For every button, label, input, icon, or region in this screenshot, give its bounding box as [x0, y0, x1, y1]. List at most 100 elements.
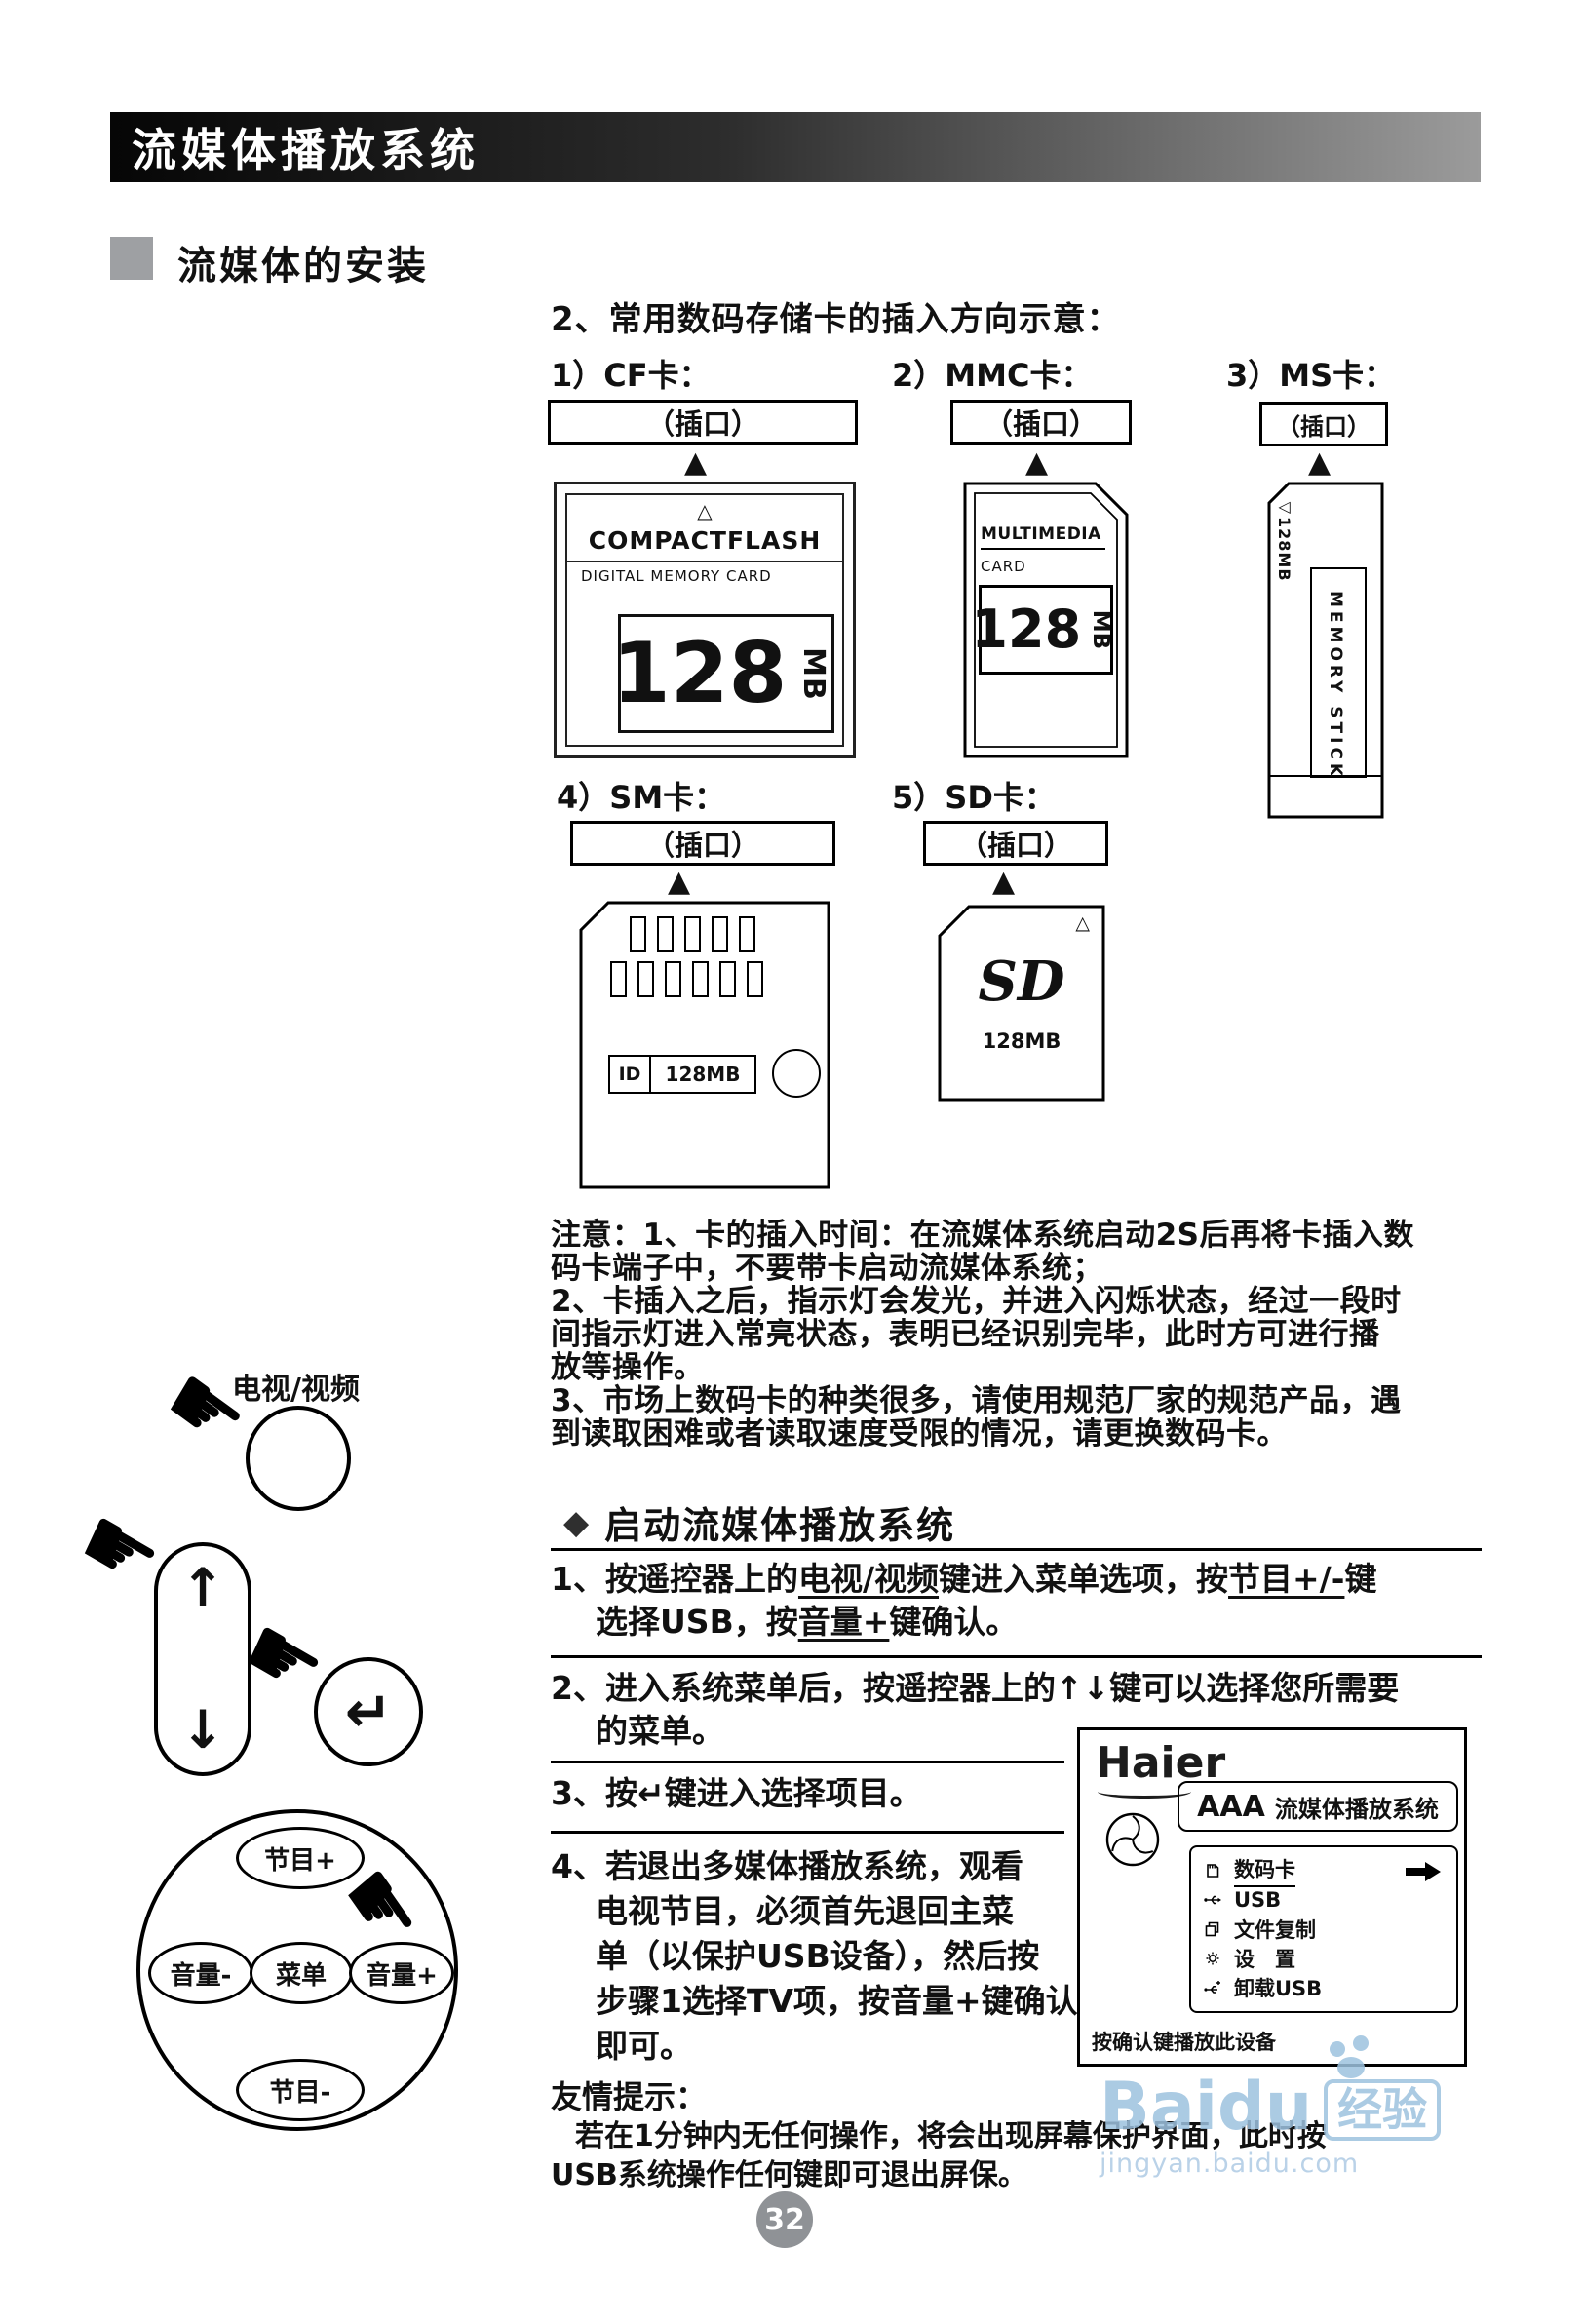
cards-heading: 2、常用数码存储卡的插入方向示意： — [551, 300, 1121, 339]
step-1-text: 键确认。 — [889, 1603, 1019, 1641]
step-2-line-1: 2、进入系统菜单后，按遥控器上的↑↓键可以选择您所需要 — [551, 1669, 1400, 1707]
sm-contact-pin — [630, 916, 646, 952]
step-4-line: 单（以保护USB设备），然后按 — [596, 1937, 1040, 1975]
down-arrow-icon: ↓ — [180, 1699, 225, 1761]
separator-line — [551, 1831, 1064, 1834]
sd-triangle-icon: △ — [1075, 912, 1090, 934]
sm-slot-label: （插口） — [645, 829, 759, 862]
cf-card-figure: △ COMPACTFLASH DIGITAL MEMORY CARD 128 M… — [554, 482, 856, 758]
tv-title-box: AAA 流媒体播放系统 — [1178, 1781, 1458, 1832]
note-line: 2、卡插入之后，指示灯会发光，并进入闪烁状态，经过一段时 — [551, 1284, 1402, 1319]
haier-logo-swoosh — [1098, 1785, 1191, 1799]
settings-icon — [1206, 1952, 1219, 1965]
tips-line: 若在1分钟内无任何操作，将会出现屏幕保护界面，此时按 — [575, 2119, 1327, 2153]
remote-wheel-figure: 节目+ 音量- 菜单 音量+ 节目- — [136, 1809, 458, 2131]
tv-menu-label: 设 置 — [1234, 1948, 1295, 1971]
note-line: 放等操作。 — [551, 1350, 705, 1385]
ms-slot-box: （插口） — [1259, 402, 1388, 446]
sm-id-capacity-box: ID 128MB — [608, 1055, 756, 1094]
enter-arrow-inline-icon: ↵ — [637, 1774, 665, 1812]
step-3: 3、按↵键进入选择项目。 — [551, 1772, 922, 1815]
sd-capacity-text: 128MB — [982, 1029, 1062, 1053]
step-1-text: 键 — [1344, 1560, 1377, 1598]
note-line: 码卡端子中，不要带卡启动流媒体系统； — [551, 1251, 1103, 1286]
cf-triangle-icon: △ — [697, 499, 713, 523]
cf-sub-text: DIGITAL MEMORY CARD — [581, 567, 772, 585]
sm-contact-pin — [637, 961, 654, 997]
sm-insert-arrow-icon: ▲ — [668, 865, 691, 899]
sd-slot-box: （插口） — [923, 821, 1108, 866]
tv-title-text: 流媒体播放系统 — [1274, 1795, 1439, 1823]
step-2: 2、进入系统菜单后，按遥控器上的↑↓键可以选择您所需要 的菜单。 — [551, 1667, 1399, 1753]
tv-menu-label: 文件复制 — [1234, 1918, 1316, 1942]
sm-contact-pin — [684, 916, 701, 952]
cf-insert-arrow-icon: ▲ — [684, 445, 708, 480]
sm-contact-pin — [747, 961, 763, 997]
step-4-line: 电视节目，必须首先退回主菜 — [596, 1892, 1014, 1930]
sm-id-text: ID — [610, 1057, 651, 1092]
step-1-key-vol-plus: 音量+ — [797, 1603, 890, 1641]
note-line: 到读取困难或者读取速度受限的情况，请更换数码卡。 — [551, 1416, 1288, 1452]
ms-capacity-text: ◁128MB — [1275, 497, 1293, 582]
ms-inner-rect — [1310, 567, 1367, 778]
tv-menu-label: 卸载USB — [1234, 1977, 1323, 2000]
step-4-line: 4、若退出多媒体播放系统，观看 — [551, 1847, 1023, 1885]
sd-insert-arrow-icon: ▲ — [992, 865, 1016, 899]
tv-title-aaa: AAA — [1197, 1789, 1265, 1824]
page-title: 流媒体播放系统 — [132, 124, 480, 176]
step-1-line-2: 选择USB，按音量+键确认。 — [596, 1601, 1376, 1644]
mmc-type-text: CARD — [981, 558, 1026, 575]
tv-screen-figure: Haier AAA 流媒体播放系统 数码卡 — [1077, 1727, 1467, 2067]
mmc-brand-text: MULTIMEDIA — [981, 524, 1105, 550]
tv-menu-label: USB — [1234, 1888, 1282, 1912]
step-1: 1、按遥控器上的电视/视频键进入菜单选项，按节目+/-键 选择USB，按音量+键… — [551, 1558, 1376, 1644]
step-3-text: 键进入选择项目。 — [664, 1774, 922, 1812]
cf-slot-label: （插口） — [645, 407, 759, 441]
sd-brand-text: SD — [978, 949, 1065, 1014]
prog-plus-label: 节目+ — [264, 1845, 336, 1876]
sm-contact-pin — [712, 916, 728, 952]
mmc-card-outline — [963, 482, 1129, 758]
sm-contact-pin — [719, 961, 736, 997]
cf-brand-text: COMPACTFLASH — [567, 526, 842, 562]
enter-arrow-icon: ↵ — [344, 1679, 393, 1745]
cf-card-inner-frame: △ COMPACTFLASH DIGITAL MEMORY CARD 128 M… — [565, 493, 844, 747]
note-paragraph: 注意：1、卡的插入时间：在流媒体系统启动2S后再将卡插入数 码卡端子中，不要带卡… — [551, 1219, 1535, 1451]
tv-menu-item-settings: 设 置 — [1203, 1945, 1445, 1972]
start-section-heading: ◆ 启动流媒体播放系统 — [563, 1495, 955, 1549]
mmc-slot-box: （插口） — [950, 400, 1132, 445]
enter-button-figure: ↵ — [314, 1657, 423, 1766]
step-4-line: 步骤1选择TV项，按音量+键确认 — [596, 1982, 1078, 2020]
sm-contact-row-1 — [630, 916, 755, 952]
mmc-card-label: 2）MMC卡： — [892, 357, 1093, 394]
separator-line — [551, 1655, 1482, 1658]
sm-circle-mark — [772, 1049, 821, 1098]
vol-plus-button-figure: 音量+ — [349, 1942, 454, 2004]
tv-menu-label: 数码卡 — [1234, 1854, 1295, 1887]
vol-minus-button-figure: 音量- — [148, 1942, 253, 2004]
tv-video-label: 电视/视频 — [232, 1373, 360, 1407]
page-number: 32 — [764, 2202, 805, 2237]
sm-capacity-text: 128MB — [665, 1063, 741, 1086]
mmc-slot-label: （插口） — [984, 407, 1098, 441]
step-1-text: 1、按遥控器上的 — [551, 1560, 798, 1598]
ms-card-label: 3）MS卡： — [1226, 357, 1396, 394]
vol-minus-label: 音量- — [170, 1960, 232, 1991]
sm-card-figure: ID 128MB — [579, 901, 830, 1189]
tv-menu-item-file-copy: 文件复制 — [1203, 1916, 1445, 1943]
tv-video-button-figure — [246, 1406, 351, 1511]
mmc-capacity-unit: MB — [1088, 609, 1114, 650]
step-3-text: 3、按 — [551, 1774, 637, 1812]
mmc-capacity-value: 128 — [971, 599, 1082, 660]
ms-insert-arrow-icon: ▲ — [1308, 445, 1332, 480]
step-1-text: 选择USB，按 — [596, 1603, 798, 1641]
sm-slot-box: （插口） — [570, 821, 835, 866]
prog-plus-button-figure: 节目+ — [236, 1827, 365, 1889]
cf-capacity-box: 128 MB — [612, 614, 834, 733]
vol-plus-label: 音量+ — [366, 1960, 438, 1991]
tv-menu-item-usb: USB — [1203, 1886, 1445, 1914]
tips-title: 友情提示： — [551, 2078, 708, 2115]
sm-contact-pin — [739, 916, 755, 952]
cf-capacity-value: 128 — [611, 625, 788, 722]
tips-line: USB系统操作任何键即可退出屏保。 — [551, 2158, 1027, 2192]
